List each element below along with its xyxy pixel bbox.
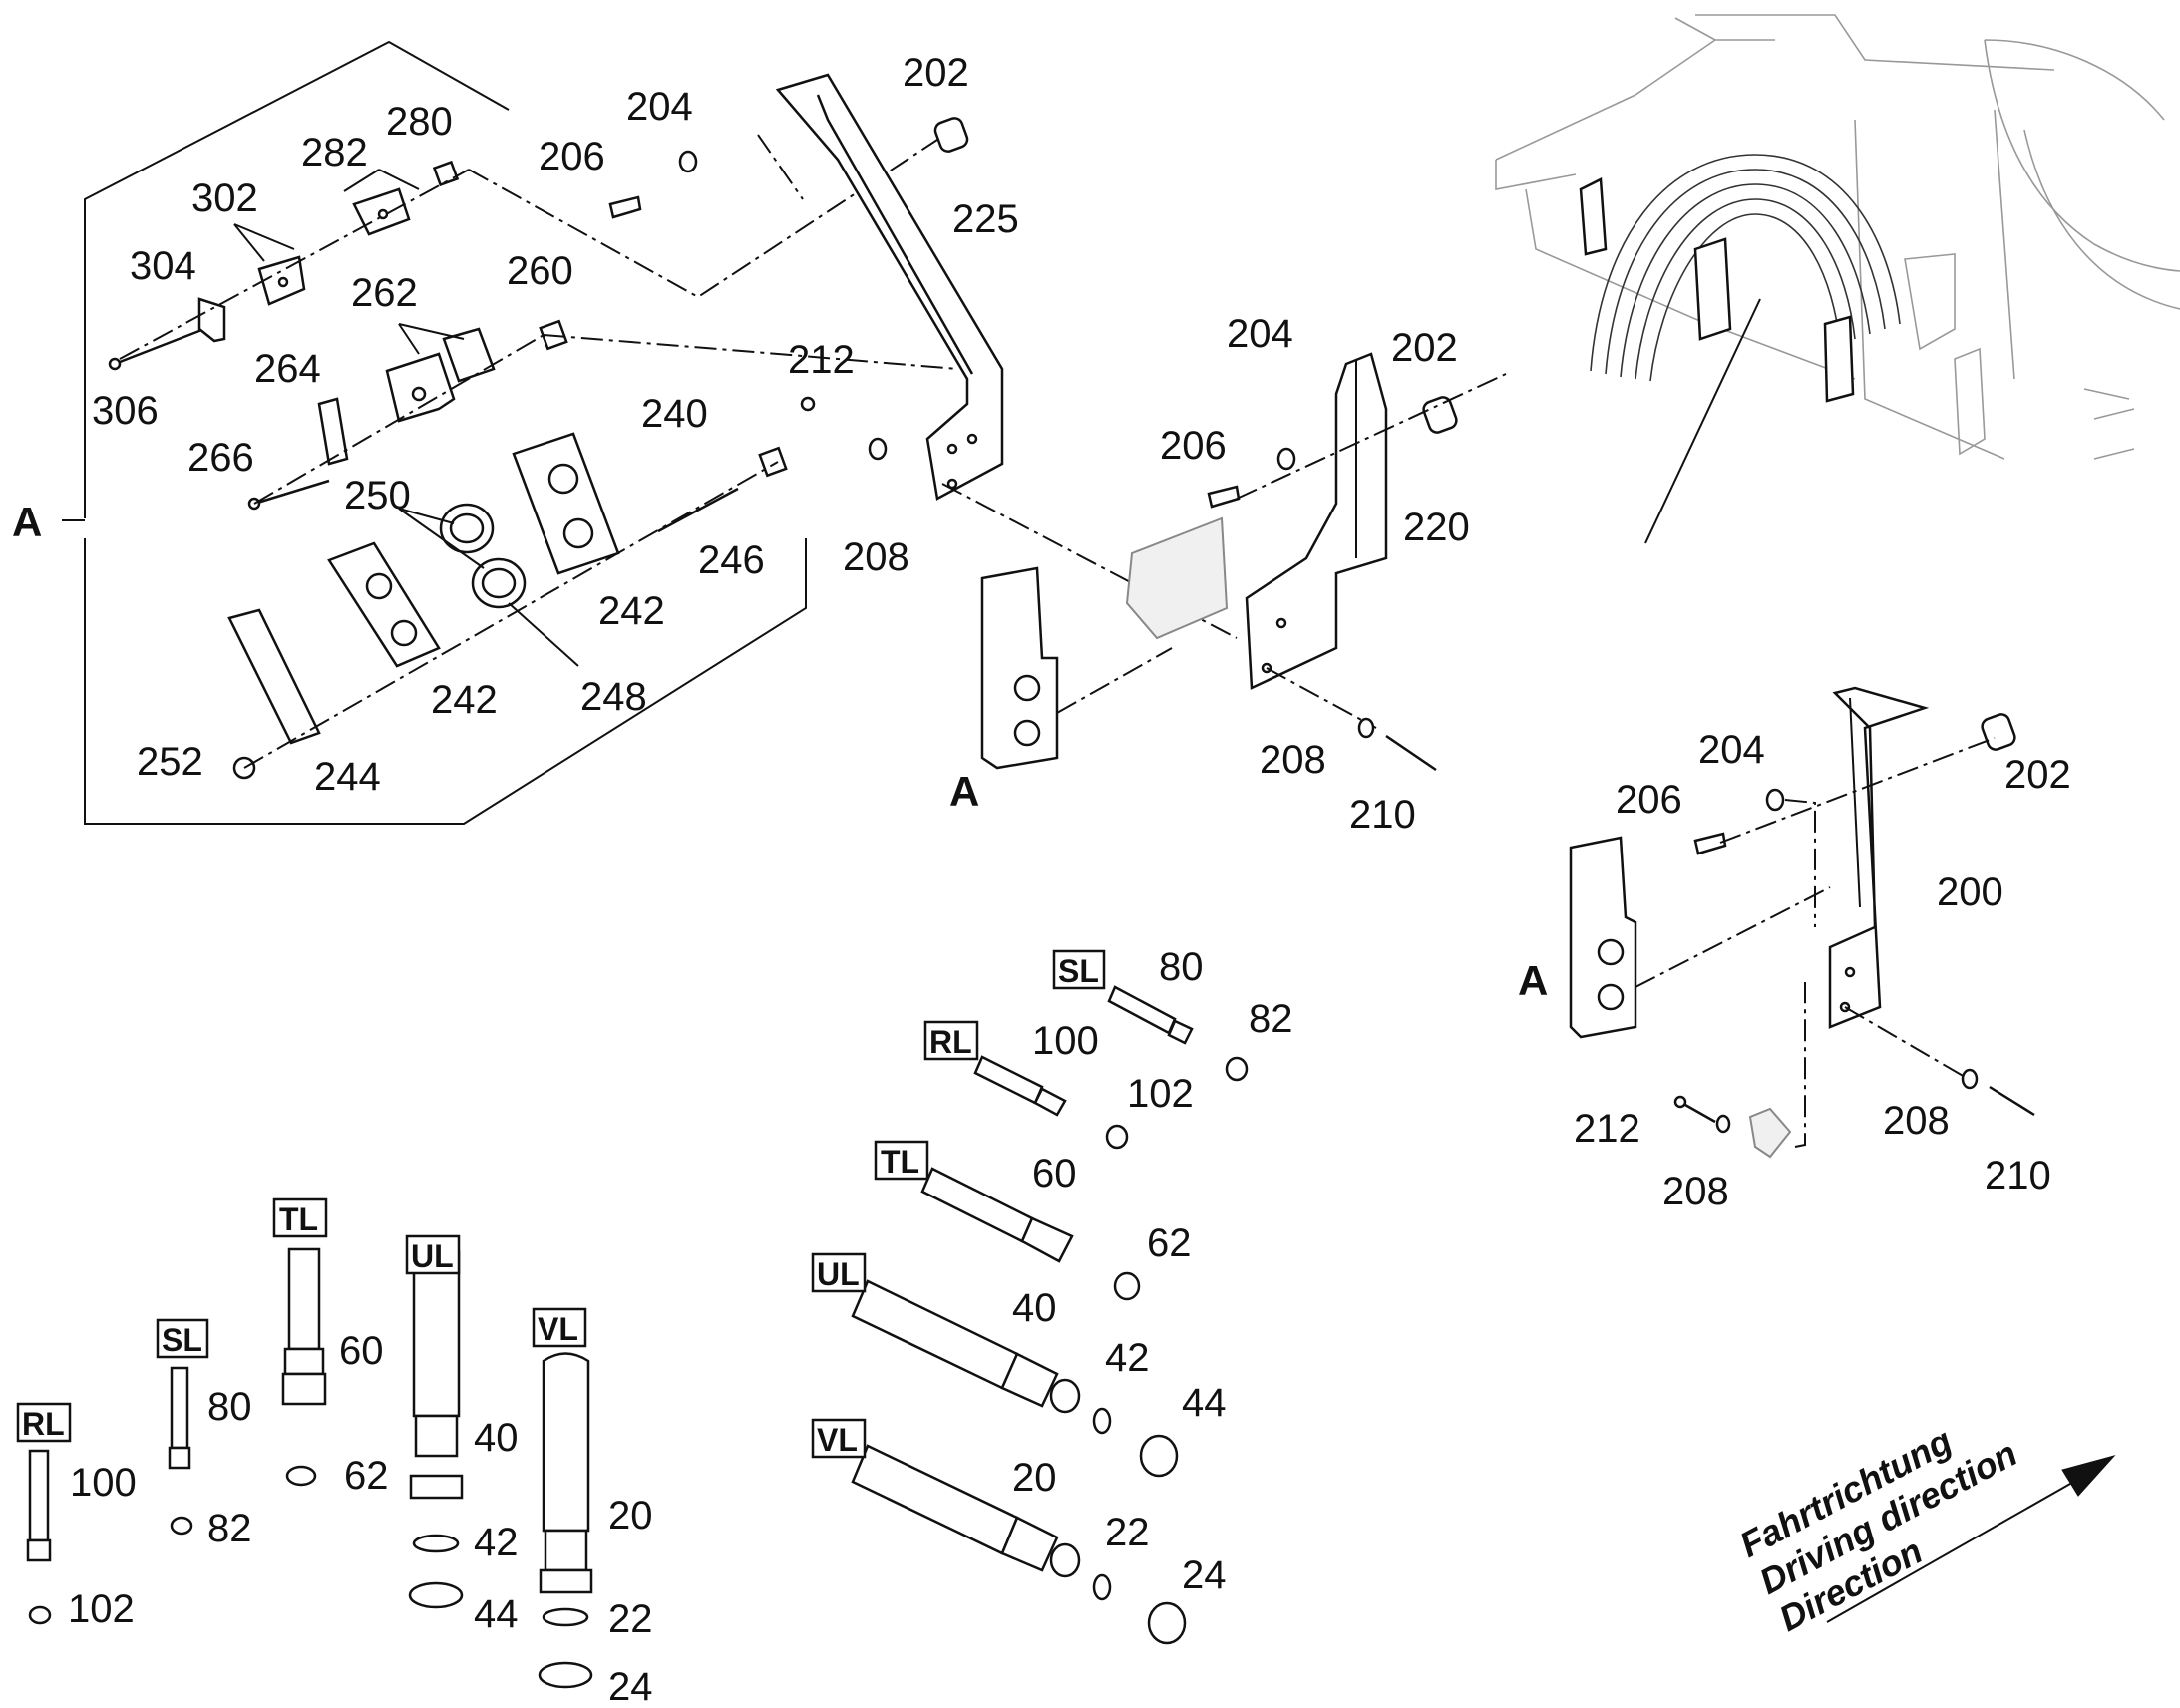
tag-tl-diagonal: TL (881, 1144, 919, 1180)
callout-62-vert: 62 (344, 1454, 389, 1498)
tag-rl-vertical: RL (22, 1406, 65, 1442)
callout-248: 248 (580, 675, 647, 719)
tag-vl-diagonal: VL (817, 1422, 858, 1458)
callout-212-right: 212 (1574, 1107, 1640, 1151)
callout-20-vert: 20 (608, 1494, 653, 1537)
callout-204-right: 204 (1698, 728, 1765, 772)
callout-202-top: 202 (903, 51, 969, 95)
callout-262: 262 (351, 271, 418, 315)
callout-24-vert: 24 (608, 1665, 653, 1708)
tag-rl-diagonal: RL (929, 1024, 972, 1060)
callout-242-lower: 242 (431, 678, 498, 722)
callout-100-diag: 100 (1032, 1019, 1099, 1063)
callout-244: 244 (314, 755, 381, 799)
callout-206-mid: 206 (1160, 424, 1227, 468)
assembly-marker-a-right: A (1518, 957, 1548, 1004)
tag-ul-vertical: UL (411, 1238, 454, 1274)
callout-240: 240 (641, 392, 708, 436)
callout-202-right: 202 (2004, 753, 2071, 797)
callout-212-top: 212 (788, 338, 855, 382)
driving-direction: Fahrtrichtung Driving direction Directio… (1733, 1420, 2024, 1639)
callout-60-vert: 60 (339, 1329, 384, 1373)
callout-210-right: 210 (1985, 1154, 2051, 1197)
clamp-block-a-middle (980, 566, 1173, 770)
callout-208-top: 208 (843, 535, 909, 579)
callout-62-diag: 62 (1147, 1221, 1192, 1265)
callout-60-diag: 60 (1032, 1152, 1077, 1196)
callout-80-diag: 80 (1159, 945, 1204, 989)
callout-260: 260 (507, 249, 573, 293)
callout-82-diag: 82 (1249, 997, 1293, 1041)
hoses-diagonal (851, 985, 1249, 1645)
callout-208-mid: 208 (1260, 738, 1326, 782)
callout-20-diag: 20 (1012, 1456, 1057, 1500)
callout-22-vert: 22 (608, 1597, 653, 1641)
direction-arrow-icon (1826, 1455, 2116, 1623)
tag-sl-diagonal: SL (1058, 953, 1099, 989)
callout-306: 306 (92, 389, 159, 433)
callout-206-top: 206 (539, 135, 605, 178)
callout-24-diag: 24 (1182, 1553, 1227, 1597)
callout-220: 220 (1403, 506, 1470, 549)
callout-82-vert: 82 (207, 1507, 252, 1550)
callout-242-upper: 242 (598, 589, 665, 633)
tag-vl-vertical: VL (538, 1311, 578, 1347)
callout-80-vert: 80 (207, 1385, 252, 1429)
callout-282: 282 (301, 131, 368, 174)
callout-210-mid: 210 (1349, 793, 1416, 837)
callout-208-right-upper: 208 (1883, 1099, 1950, 1143)
callout-264: 264 (254, 347, 321, 391)
callout-44-diag: 44 (1182, 1381, 1227, 1425)
callout-302: 302 (191, 176, 258, 220)
callout-225: 225 (952, 197, 1019, 241)
callout-246: 246 (698, 538, 765, 582)
callout-102-vert: 102 (68, 1587, 135, 1631)
callout-304: 304 (130, 244, 196, 288)
callout-40-vert: 40 (474, 1416, 519, 1460)
callout-204-mid: 204 (1227, 312, 1293, 356)
callout-206-right: 206 (1616, 778, 1682, 822)
detail-a-frame (62, 40, 807, 825)
callout-266: 266 (187, 436, 254, 480)
callout-252: 252 (137, 740, 203, 784)
tag-ul-diagonal: UL (817, 1256, 860, 1292)
frame-overview (1495, 14, 2180, 544)
callout-leaders (233, 169, 579, 667)
callout-42-vert: 42 (474, 1521, 519, 1564)
callout-42-diag: 42 (1105, 1336, 1150, 1380)
callout-102-diag: 102 (1127, 1072, 1194, 1116)
tag-boxes (16, 949, 1106, 1459)
callout-100-vert: 100 (70, 1461, 137, 1505)
callout-250: 250 (344, 474, 411, 517)
callout-208-right-lower: 208 (1662, 1170, 1729, 1213)
callout-22-diag: 22 (1105, 1511, 1150, 1554)
tag-tl-vertical: TL (279, 1201, 318, 1237)
callout-40-diag: 40 (1012, 1286, 1057, 1330)
hoses-vertical (26, 1242, 593, 1689)
assembly-marker-a-middle: A (949, 768, 979, 815)
tag-sl-vertical: SL (162, 1322, 202, 1358)
assembly-marker-a-left: A (12, 499, 42, 545)
callout-202-mid: 202 (1391, 326, 1458, 370)
bracket-200 (1569, 686, 2035, 1159)
callout-280: 280 (386, 100, 453, 144)
callout-44-vert: 44 (474, 1592, 519, 1636)
bracket-220 (1125, 352, 1507, 772)
callout-204-top: 204 (626, 85, 693, 129)
clamp-assembly (108, 139, 958, 780)
callout-numbers: 202 204 206 280 282 302 304 225 260 262 … (68, 51, 2071, 1708)
callout-200: 200 (1937, 870, 2003, 914)
bracket-225 (608, 73, 1238, 639)
